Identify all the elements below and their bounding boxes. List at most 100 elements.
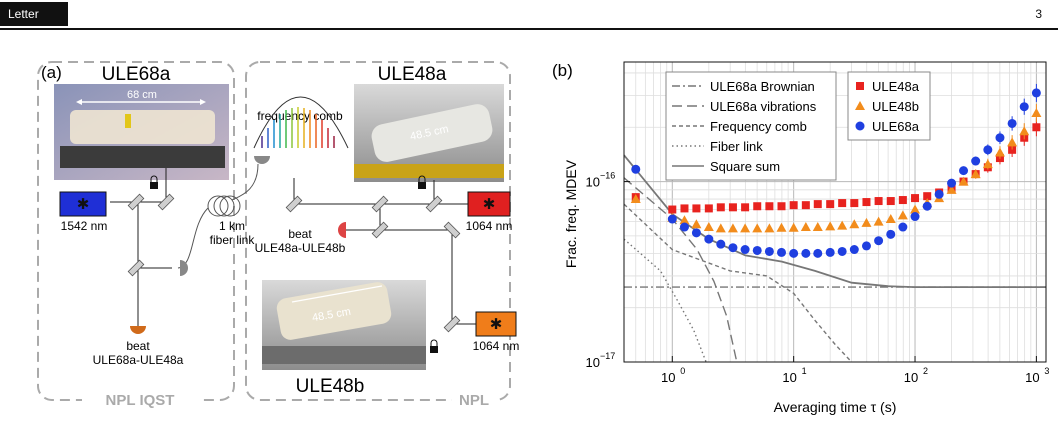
point-ule48a xyxy=(826,200,835,209)
point-ule68a xyxy=(728,243,738,253)
page-number: 3 xyxy=(1035,7,1042,21)
point-ule48b xyxy=(1007,137,1018,147)
point-ule48a xyxy=(874,197,883,206)
laser-1542-label: 1542 nm xyxy=(61,219,108,233)
point-ule68a xyxy=(971,156,981,166)
ule48b-title: ULE48b xyxy=(296,376,365,397)
svg-text:✱: ✱ xyxy=(483,196,496,213)
point-ule68a xyxy=(995,133,1005,143)
point-ule48b xyxy=(691,219,702,229)
point-ule68a xyxy=(691,228,701,238)
legend-point-label: ULE68a xyxy=(872,119,920,134)
point-ule48a xyxy=(789,201,798,210)
point-ule68a xyxy=(667,214,677,224)
x-tick-label: 10 xyxy=(1025,370,1039,385)
point-ule68a xyxy=(837,246,847,256)
point-ule48b xyxy=(825,221,836,231)
point-ule68a xyxy=(922,201,932,211)
point-ule48b xyxy=(849,219,860,229)
point-ule48a xyxy=(886,197,895,206)
point-ule68a xyxy=(789,248,799,258)
point-ule48a xyxy=(862,198,871,207)
point-ule68a xyxy=(825,247,835,257)
point-ule48a xyxy=(1008,145,1017,154)
y-tick-label: 10 xyxy=(586,355,600,370)
legend-point-label: ULE48b xyxy=(872,99,919,114)
point-ule48b xyxy=(764,223,775,233)
setup-diagram: NPL IQST NPL (a) ULE68a ULE48a ULE48b xyxy=(37,61,519,409)
point-ule48b xyxy=(715,223,726,233)
section-label: Letter xyxy=(8,7,39,21)
point-ule68a xyxy=(801,248,811,258)
point-ule48a xyxy=(753,202,762,211)
ule68a-photo: 68 cm xyxy=(54,84,229,180)
point-ule48b xyxy=(679,215,690,225)
point-ule48a xyxy=(923,192,932,201)
ule48b-photo: 48.5 cm xyxy=(262,280,426,370)
y-tick-exponent: −16 xyxy=(600,171,615,181)
npl-iqst-box xyxy=(37,61,235,401)
curve-vibrations xyxy=(623,177,738,363)
point-ule48b xyxy=(1019,126,1030,136)
point-ule48b xyxy=(861,217,872,227)
legend-line-label: ULE68a Brownian xyxy=(710,79,815,94)
point-ule48b xyxy=(897,210,908,220)
x-tick-label: 10 xyxy=(904,370,918,385)
fiber-link-text: fiber link xyxy=(210,233,256,247)
point-ule68a xyxy=(849,245,859,255)
point-ule68a xyxy=(898,222,908,232)
beat-left-label-1: beat xyxy=(126,339,150,353)
y-tick-label: 10 xyxy=(586,175,600,190)
svg-text:✱: ✱ xyxy=(490,316,503,333)
y-axis-label: Frac. freq. MDEV xyxy=(563,159,579,268)
point-ule68a xyxy=(631,164,641,174)
curve-fiber xyxy=(623,238,707,363)
point-ule68a xyxy=(740,245,750,255)
legend-marker xyxy=(855,121,865,131)
point-ule48b xyxy=(994,147,1005,157)
point-ule68a xyxy=(947,178,957,188)
x-tick-label: 10 xyxy=(661,370,675,385)
point-ule68a xyxy=(886,229,896,239)
plot-frame xyxy=(623,61,1047,363)
point-ule48b xyxy=(727,223,738,233)
point-ule48b xyxy=(630,194,641,204)
point-ule68a xyxy=(959,166,969,176)
point-ule48a xyxy=(765,202,774,211)
point-ule48a xyxy=(777,202,786,211)
point-ule68a xyxy=(910,212,920,222)
point-ule68a xyxy=(679,222,689,232)
point-ule48a xyxy=(838,199,847,208)
x-axis-label: Averaging time τ (s) xyxy=(774,399,897,415)
data-points xyxy=(630,83,1042,258)
point-ule48a xyxy=(1032,123,1041,132)
beat-right-label-2: ULE48a-ULE48b xyxy=(255,241,346,255)
point-ule68a xyxy=(861,241,871,251)
laser-1064-bottom-icon: ✱ 1064 nm xyxy=(473,311,519,353)
legend-marker xyxy=(855,101,865,110)
legend-line-label: ULE68a vibrations xyxy=(710,99,817,114)
point-ule48a xyxy=(728,203,737,212)
beat-left-label-2: ULE68a-ULE48a xyxy=(93,353,184,367)
mirrors xyxy=(127,193,461,333)
point-ule68a xyxy=(1007,118,1017,128)
legend-marker xyxy=(856,82,864,90)
point-ule48b xyxy=(1031,107,1042,117)
point-ule68a xyxy=(764,246,774,256)
point-ule68a xyxy=(716,239,726,249)
point-ule68a xyxy=(704,234,714,244)
ule48a-photo: 48.5 cm xyxy=(354,84,504,182)
svg-text:✱: ✱ xyxy=(77,196,90,213)
point-ule68a xyxy=(934,189,944,199)
point-ule48a xyxy=(741,203,750,212)
laser-1542-icon: ✱ 1542 nm xyxy=(59,191,108,233)
point-ule48a xyxy=(850,199,859,208)
point-ule68a xyxy=(1019,102,1029,112)
point-ule48b xyxy=(958,176,969,186)
point-ule48a xyxy=(801,201,810,210)
point-ule48a xyxy=(813,200,822,209)
